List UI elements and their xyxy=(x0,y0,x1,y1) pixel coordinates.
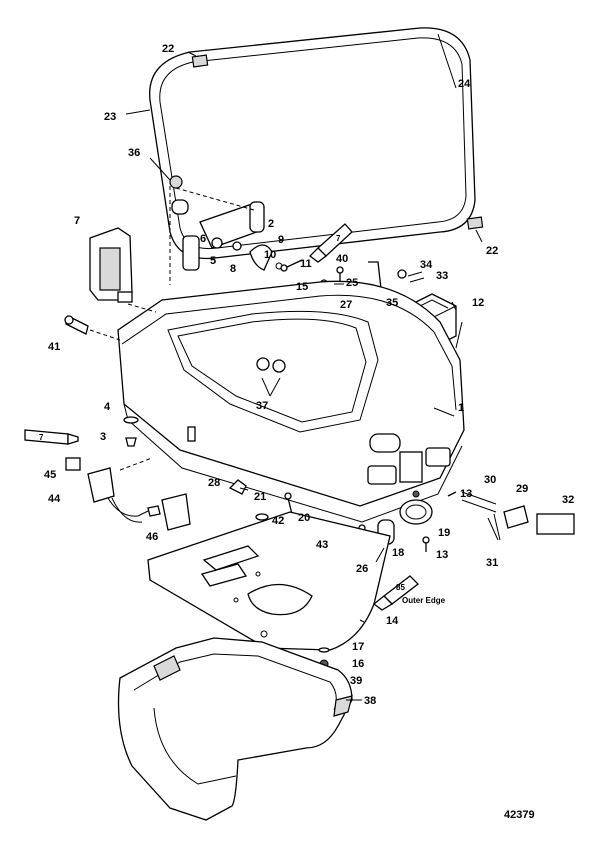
choke-components xyxy=(358,490,575,552)
callout-13: 13 xyxy=(460,488,472,500)
callout-37: 37 xyxy=(256,400,268,412)
callout-19: 19 xyxy=(438,527,450,539)
callout-15: 15 xyxy=(296,281,308,293)
callout-17: 17 xyxy=(352,641,364,653)
callout-32: 32 xyxy=(562,494,574,506)
callout-45: 45 xyxy=(44,469,56,481)
outer-edge-note: Outer Edge xyxy=(402,596,446,605)
callout-41: 41 xyxy=(48,341,60,353)
switch-harness xyxy=(65,457,191,531)
callout-29: 29 xyxy=(516,483,528,495)
callout-20: 20 xyxy=(298,512,310,524)
callout-34: 34 xyxy=(420,259,433,271)
tube-label: 7 xyxy=(336,234,341,243)
callout-5: 5 xyxy=(210,255,216,267)
callout-33: 33 xyxy=(436,270,448,282)
callout-3: 3 xyxy=(100,431,106,443)
adhesive-tube: 85 Outer Edge xyxy=(372,575,446,611)
callout-42: 42 xyxy=(272,515,284,527)
seal-clip xyxy=(466,216,484,230)
tube-label: 85 xyxy=(396,583,405,592)
callout-28: 28 xyxy=(208,477,220,489)
callout-13: 13 xyxy=(436,549,448,561)
callout-36: 36 xyxy=(128,147,140,159)
callout-9: 9 xyxy=(278,234,284,246)
cowl-seal xyxy=(149,27,484,260)
seal-clip xyxy=(191,54,209,68)
callout-40: 40 xyxy=(336,253,348,265)
callout-11: 11 xyxy=(300,258,312,270)
callout-4: 4 xyxy=(104,401,111,413)
sealant-tube-left: 7 xyxy=(24,416,139,447)
callout-35: 35 xyxy=(386,297,398,309)
callout-7: 7 xyxy=(74,215,80,227)
callout-43: 43 xyxy=(316,539,328,551)
callout-26: 26 xyxy=(356,563,368,575)
sealant-tube: 7 xyxy=(309,223,353,263)
callout-30: 30 xyxy=(484,474,496,486)
callout-1: 1 xyxy=(458,402,464,414)
bottom-plate xyxy=(147,511,391,651)
callout-24: 24 xyxy=(458,78,471,90)
callout-38: 38 xyxy=(364,695,376,707)
callout-10: 10 xyxy=(264,249,276,261)
handle xyxy=(89,227,133,303)
callout-22: 22 xyxy=(162,43,174,55)
callout-18: 18 xyxy=(392,547,404,559)
callout-44: 44 xyxy=(48,493,61,505)
callout-39: 39 xyxy=(350,675,362,687)
figure-number: 42379 xyxy=(504,809,535,821)
callout-21: 21 xyxy=(254,491,266,503)
lower-chaps xyxy=(117,637,353,821)
callout-8: 8 xyxy=(230,263,236,275)
bottom-cowl xyxy=(117,280,465,523)
leader-lines xyxy=(89,33,483,701)
callout-46: 46 xyxy=(146,531,158,543)
latch-assembly xyxy=(169,175,283,285)
callout-25: 25 xyxy=(346,277,358,289)
callout-labels: 22 23 24 22 36 7 2 6 5 8 9 10 11 40 15 2… xyxy=(44,43,574,707)
bolt xyxy=(64,315,89,335)
callout-22: 22 xyxy=(486,245,498,257)
callout-2: 2 xyxy=(268,218,274,230)
callout-31: 31 xyxy=(486,557,498,569)
callout-12: 12 xyxy=(472,297,484,309)
callout-14: 14 xyxy=(386,615,399,627)
callout-16: 16 xyxy=(352,658,364,670)
callout-27: 27 xyxy=(340,299,352,311)
callout-6: 6 xyxy=(200,233,206,245)
callout-23: 23 xyxy=(104,111,116,123)
tube-label: 7 xyxy=(39,433,44,442)
